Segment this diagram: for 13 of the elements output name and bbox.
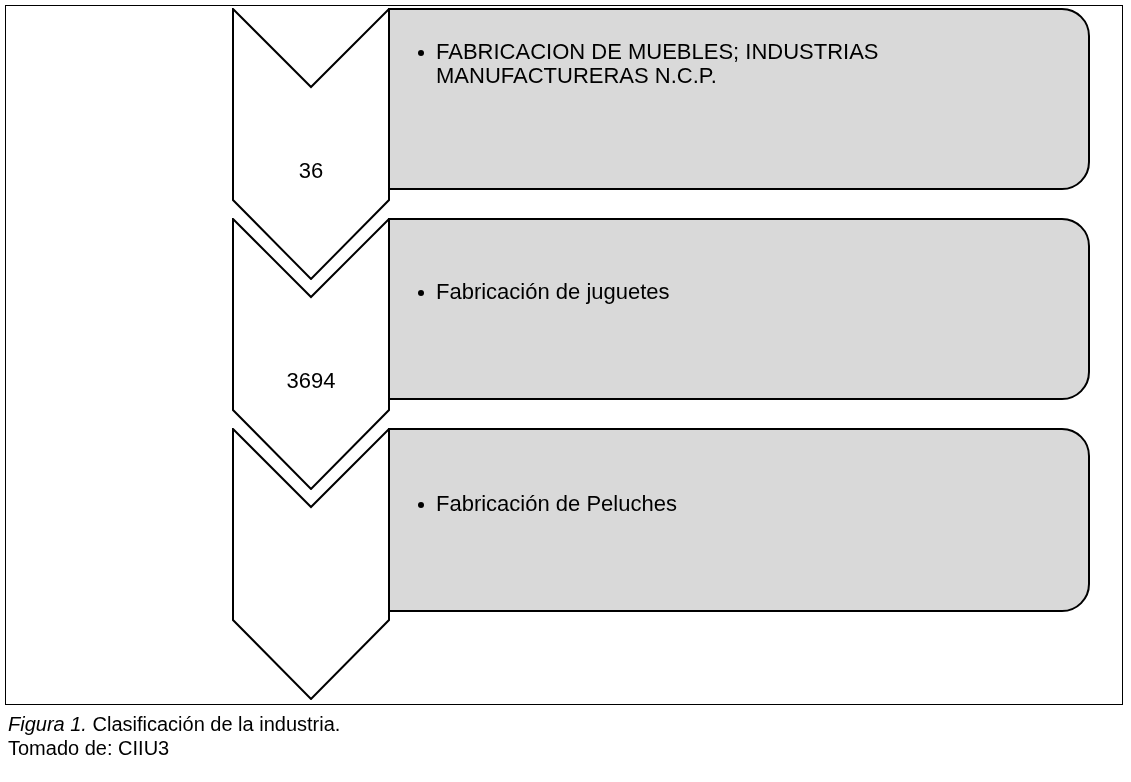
chevron-shape [232, 8, 390, 280]
category-box [388, 428, 1090, 612]
category-box [388, 218, 1090, 400]
source-note: Tomado de: CIIU3 [8, 736, 170, 760]
category-text: FABRICACION DE MUEBLES; INDUSTRIAS MANUFACTURERAS N.C.P. [436, 40, 880, 88]
category-text: Fabricación de juguetes [436, 280, 670, 304]
chevron-shape [232, 428, 390, 700]
category-box [388, 8, 1090, 190]
code-number: 3694 [285, 368, 337, 394]
figure-caption: Figura 1. Clasificación de la industria. [8, 712, 341, 736]
code-number: 36 [297, 158, 325, 184]
chevron-shape [232, 218, 390, 490]
category-text: Fabricación de Peluches [436, 492, 677, 516]
